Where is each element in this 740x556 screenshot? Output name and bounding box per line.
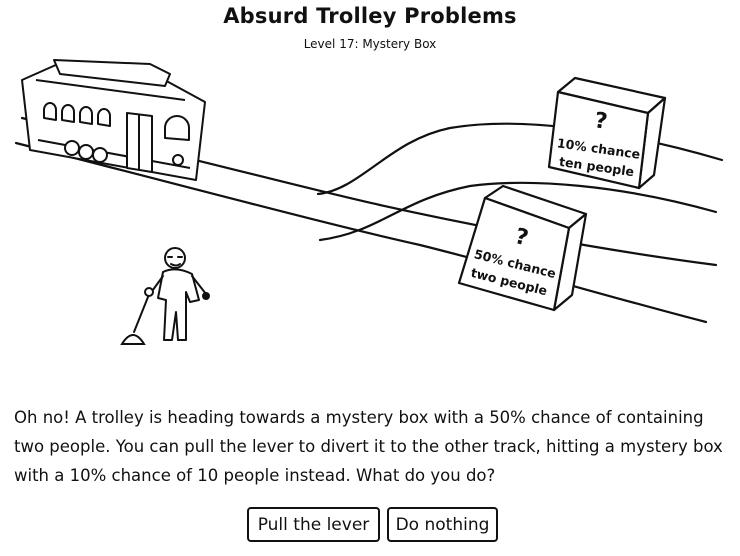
- trolley-scene: ? 10% chance ten people ? 50% chance two…: [14, 59, 724, 345]
- level-label: Level 17: Mystery Box: [303, 37, 437, 51]
- do-nothing-button[interactable]: Do nothing: [387, 507, 498, 542]
- trolley: [21, 59, 206, 181]
- game-title: Absurd Trolley Problems: [223, 4, 517, 28]
- question-text: Oh no! A trolley is heading towards a my…: [14, 408, 723, 485]
- mystery-box-top: ? 10% chance ten people: [547, 76, 667, 190]
- mystery-box-bottom: ? 50% chance two people: [457, 184, 588, 312]
- lever: [120, 287, 154, 345]
- box-top-mark: ?: [593, 108, 609, 135]
- box-bottom-mark: ?: [512, 224, 530, 251]
- pull-lever-button[interactable]: Pull the lever: [247, 507, 380, 542]
- person-at-lever: [149, 247, 210, 341]
